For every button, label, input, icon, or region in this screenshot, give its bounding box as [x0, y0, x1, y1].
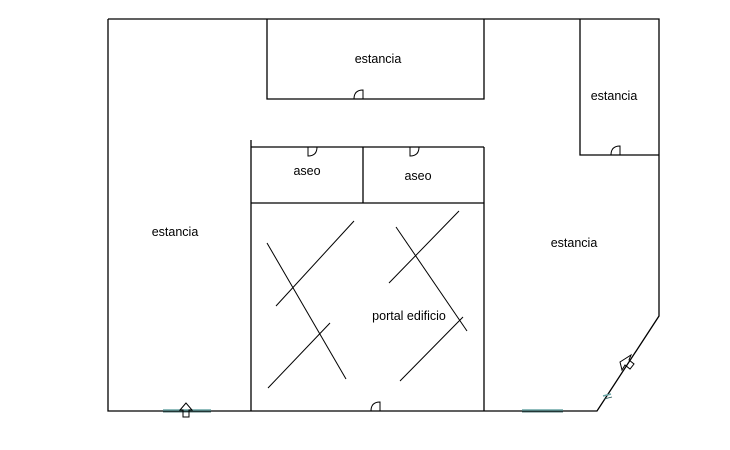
- room-label-left: estancia: [152, 225, 199, 239]
- door-aseo-right: [409, 146, 420, 157]
- room-label-aseo-right: aseo: [404, 169, 431, 183]
- outer-walls: [107, 18, 660, 412]
- entrances: [178, 353, 635, 418]
- portal-hatching: [266, 210, 468, 389]
- window-bottom-left: [163, 409, 211, 413]
- room-label-aseo-left: aseo: [293, 164, 320, 178]
- entrance-arrow-diagonal-icon: [619, 353, 635, 372]
- window-diagonal: [602, 393, 613, 400]
- room-label-portal: portal edificio: [372, 309, 446, 323]
- doors: [307, 89, 621, 412]
- room-label-top: estancia: [355, 52, 402, 66]
- window-bottom-right: [522, 409, 563, 413]
- room-labels: estancia estancia aseo aseo estancia est…: [152, 52, 638, 323]
- door-top-right-room: [610, 145, 621, 156]
- windows: [163, 393, 613, 413]
- room-label-top-right: estancia: [591, 89, 638, 103]
- entrance-arrow-up-icon: [178, 402, 194, 418]
- room-label-right: estancia: [551, 236, 598, 250]
- door-aseo-left: [307, 146, 318, 157]
- door-portal: [370, 401, 381, 412]
- interior-walls: [250, 19, 659, 411]
- door-top-room: [353, 89, 364, 100]
